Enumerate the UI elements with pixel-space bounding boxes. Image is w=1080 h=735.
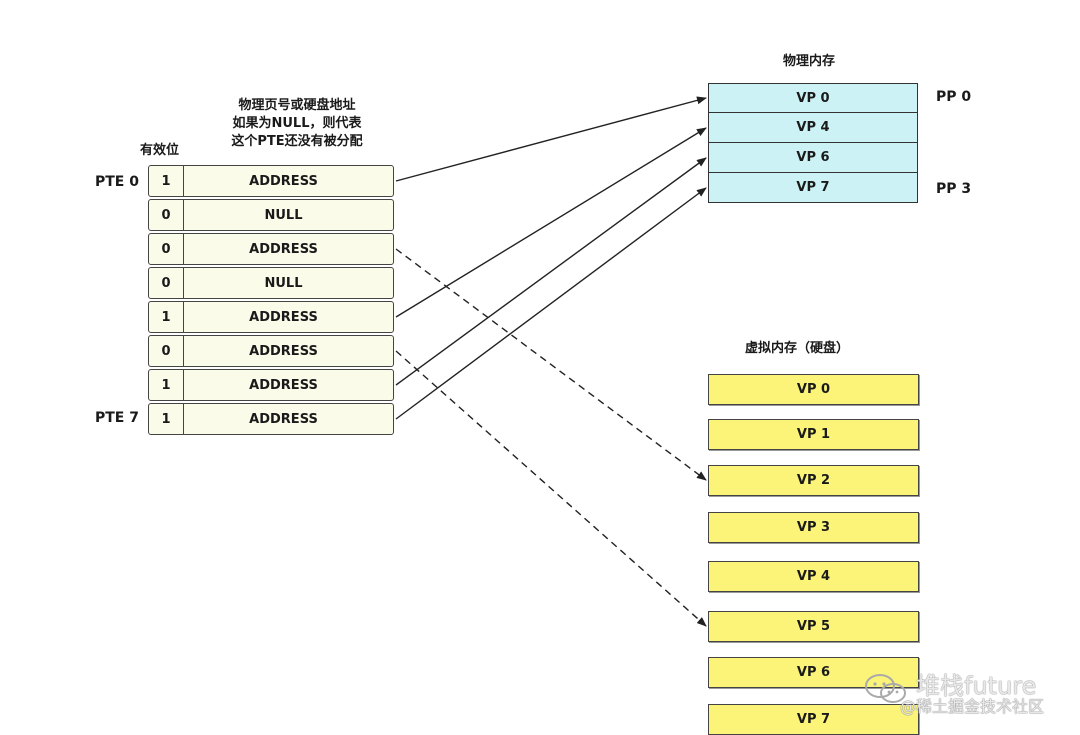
- pte-address: NULL: [264, 207, 303, 223]
- virtual-page-cell: VP 4: [708, 561, 919, 592]
- page-table-row: 1 ADDRESS: [148, 301, 394, 333]
- pte-address: ADDRESS: [249, 411, 318, 427]
- pte-address: ADDRESS: [249, 241, 318, 257]
- pp-first-label: PP 0: [936, 89, 972, 105]
- address-header: 物理页号或硬盘地址 如果为NULL，则代表 这个PTE还没有被分配: [212, 97, 382, 151]
- address-header-line-1: 物理页号或硬盘地址: [238, 98, 356, 113]
- virtual-page-cell: VP 0: [708, 374, 919, 405]
- pte-address: ADDRESS: [249, 343, 318, 359]
- pte-address: ADDRESS: [249, 377, 318, 393]
- disk-mapping-arrow: [395, 248, 707, 481]
- page-table-row: 0 NULL: [148, 267, 394, 299]
- address-header-line-2: 如果为NULL，则代表: [232, 116, 362, 131]
- disk-mapping-arrow: [395, 350, 707, 627]
- page-table-row: 0 ADDRESS: [148, 233, 394, 265]
- memory-mapping-arrow: [395, 96, 707, 182]
- virtual-page-cell: VP 7: [708, 704, 919, 735]
- pte-address: NULL: [264, 275, 303, 291]
- watermark-sub: @稀土掘金技术社区: [900, 697, 1045, 716]
- wechat-icon: [865, 674, 906, 703]
- page-table-row: 0 NULL: [148, 199, 394, 231]
- page-table-row: 1 ADDRESS: [148, 403, 394, 435]
- valid-bit: 0: [149, 200, 184, 230]
- physical-memory-title: 物理内存: [783, 54, 836, 69]
- valid-bit-header: 有效位: [140, 143, 180, 158]
- page-table-row: 1 ADDRESS: [148, 165, 394, 197]
- valid-bit: 0: [149, 234, 184, 264]
- page-table-row: 1 ADDRESS: [148, 369, 394, 401]
- watermark-name: 堆栈future: [916, 672, 1037, 700]
- virtual-page-cell: VP 3: [708, 512, 919, 543]
- watermark: 堆栈future @稀土掘金技术社区: [860, 668, 1075, 718]
- physical-page-cell: VP 4: [708, 113, 918, 143]
- pte-last-label: PTE 7: [95, 410, 139, 426]
- virtual-page-cell: VP 2: [708, 465, 919, 496]
- valid-bit: 0: [149, 336, 184, 366]
- physical-page-cell: VP 7: [708, 173, 918, 203]
- virtual-memory-title: 虚拟内存（硬盘）: [745, 341, 850, 356]
- memory-mapping-arrow: [395, 127, 707, 318]
- pte-address: ADDRESS: [249, 173, 318, 189]
- page-table-row: 0 ADDRESS: [148, 335, 394, 367]
- virtual-page-cell: VP 5: [708, 611, 919, 642]
- memory-mapping-arrow: [395, 157, 707, 386]
- valid-bit: 0: [149, 268, 184, 298]
- valid-bit: 1: [149, 166, 184, 196]
- virtual-page-cell: VP 1: [708, 419, 919, 450]
- valid-bit: 1: [149, 370, 184, 400]
- pte-first-label: PTE 0: [95, 174, 139, 190]
- physical-page-cell: VP 0: [708, 83, 918, 113]
- address-header-line-3: 这个PTE还没有被分配: [231, 134, 363, 149]
- valid-bit: 1: [149, 404, 184, 434]
- pte-address: ADDRESS: [249, 309, 318, 325]
- physical-page-cell: VP 6: [708, 143, 918, 173]
- valid-bit: 1: [149, 302, 184, 332]
- pp-last-label: PP 3: [936, 181, 972, 197]
- memory-mapping-arrow: [395, 187, 707, 420]
